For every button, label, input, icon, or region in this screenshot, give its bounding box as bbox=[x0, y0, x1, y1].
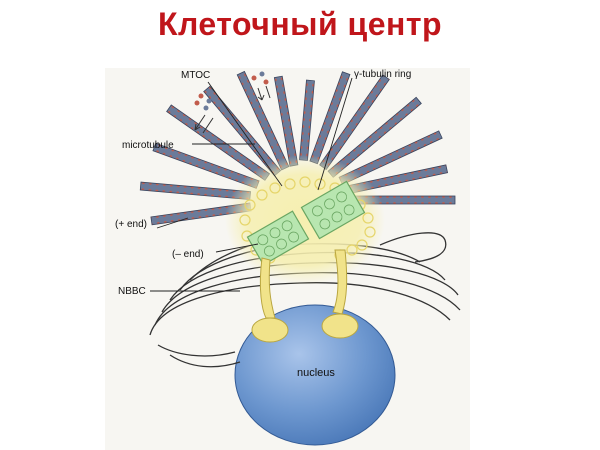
label-nbbc: NBBC bbox=[118, 286, 146, 297]
leader-lines bbox=[150, 77, 353, 292]
label-nucleus: nucleus bbox=[297, 367, 335, 379]
exchange-arrows bbox=[194, 85, 271, 134]
microtubules bbox=[139, 70, 456, 226]
label-minus-end: (– end) bbox=[172, 249, 204, 260]
centriole bbox=[246, 210, 310, 266]
mtoc-dots bbox=[194, 71, 269, 111]
nbbc-fibers bbox=[251, 249, 359, 343]
label-microtubule: microtubule bbox=[122, 140, 174, 151]
label-plus-end: (+ end) bbox=[115, 219, 147, 230]
label-mtoc: MTOC bbox=[181, 70, 210, 81]
centriole bbox=[300, 180, 366, 240]
centrosome-matrix bbox=[225, 155, 385, 285]
slide-title: Клеточный центр bbox=[157, 6, 443, 42]
label-gamma-tubulin-ring: γ-tubulin ring bbox=[354, 69, 411, 80]
